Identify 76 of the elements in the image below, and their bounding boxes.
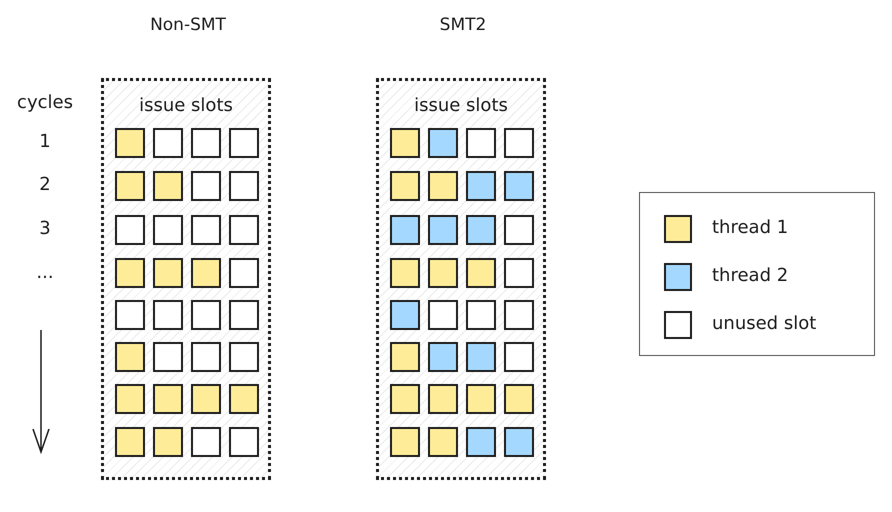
slot-box <box>153 215 183 245</box>
slot-box <box>191 215 221 245</box>
slot-box <box>504 300 534 330</box>
cycle-number: 2 <box>38 174 52 195</box>
slot-box <box>428 258 458 288</box>
slot-box <box>428 342 458 372</box>
slot-box <box>428 300 458 330</box>
slot-box <box>229 342 259 372</box>
slot-box <box>390 171 420 201</box>
slot-box <box>153 384 183 414</box>
legend-label: thread 2 <box>712 265 788 286</box>
axis-label: cycles <box>16 92 74 113</box>
slot-box <box>229 427 259 457</box>
slot-box <box>466 128 496 158</box>
slot-box <box>115 171 145 201</box>
slot-box <box>428 128 458 158</box>
slot-box <box>466 171 496 201</box>
slot-box <box>229 128 259 158</box>
slot-box <box>466 258 496 288</box>
slot-box <box>115 300 145 330</box>
slot-box <box>504 171 534 201</box>
slot-box <box>191 342 221 372</box>
slot-box <box>115 215 145 245</box>
cycle-number: ... <box>35 262 55 283</box>
slot-box <box>428 171 458 201</box>
slot-box <box>229 258 259 288</box>
slot-box <box>466 427 496 457</box>
slot-box <box>115 384 145 414</box>
slot-box <box>229 215 259 245</box>
slot-box <box>504 215 534 245</box>
slot-box <box>504 427 534 457</box>
slot-box <box>153 171 183 201</box>
slot-box <box>466 384 496 414</box>
slot-box <box>191 171 221 201</box>
slot-box <box>428 384 458 414</box>
cycle-number: 1 <box>38 131 52 152</box>
slot-box <box>390 258 420 288</box>
cycle-number: 3 <box>38 218 52 239</box>
slot-box <box>153 342 183 372</box>
slot-box <box>504 342 534 372</box>
slot-box <box>115 258 145 288</box>
slot-box <box>229 171 259 201</box>
slot-box <box>191 300 221 330</box>
panel-heading: issue slots <box>413 95 509 116</box>
slot-box <box>504 384 534 414</box>
slot-box <box>153 128 183 158</box>
panel-heading: issue slots <box>138 95 234 116</box>
slot-box <box>466 342 496 372</box>
slot-box <box>153 427 183 457</box>
slot-box <box>390 342 420 372</box>
legend-label: thread 1 <box>712 217 788 238</box>
slot-box <box>428 427 458 457</box>
slot-box <box>466 300 496 330</box>
slot-box <box>229 300 259 330</box>
slot-box <box>191 384 221 414</box>
slot-box <box>115 427 145 457</box>
slot-box <box>428 215 458 245</box>
slot-box <box>390 427 420 457</box>
legend-label: unused slot <box>712 313 816 334</box>
slot-box <box>390 384 420 414</box>
slot-box <box>191 128 221 158</box>
panel-title: SMT2 <box>438 15 488 35</box>
slot-box <box>115 342 145 372</box>
panel-title: Non-SMT <box>149 15 227 35</box>
slot-box <box>191 258 221 288</box>
slot-box <box>504 258 534 288</box>
slot-box <box>153 300 183 330</box>
slot-box <box>504 128 534 158</box>
slot-box <box>390 300 420 330</box>
slot-box <box>390 128 420 158</box>
slot-box <box>153 258 183 288</box>
slot-box <box>390 215 420 245</box>
slot-box <box>115 128 145 158</box>
slot-box <box>466 215 496 245</box>
slot-box <box>229 384 259 414</box>
slot-box <box>191 427 221 457</box>
